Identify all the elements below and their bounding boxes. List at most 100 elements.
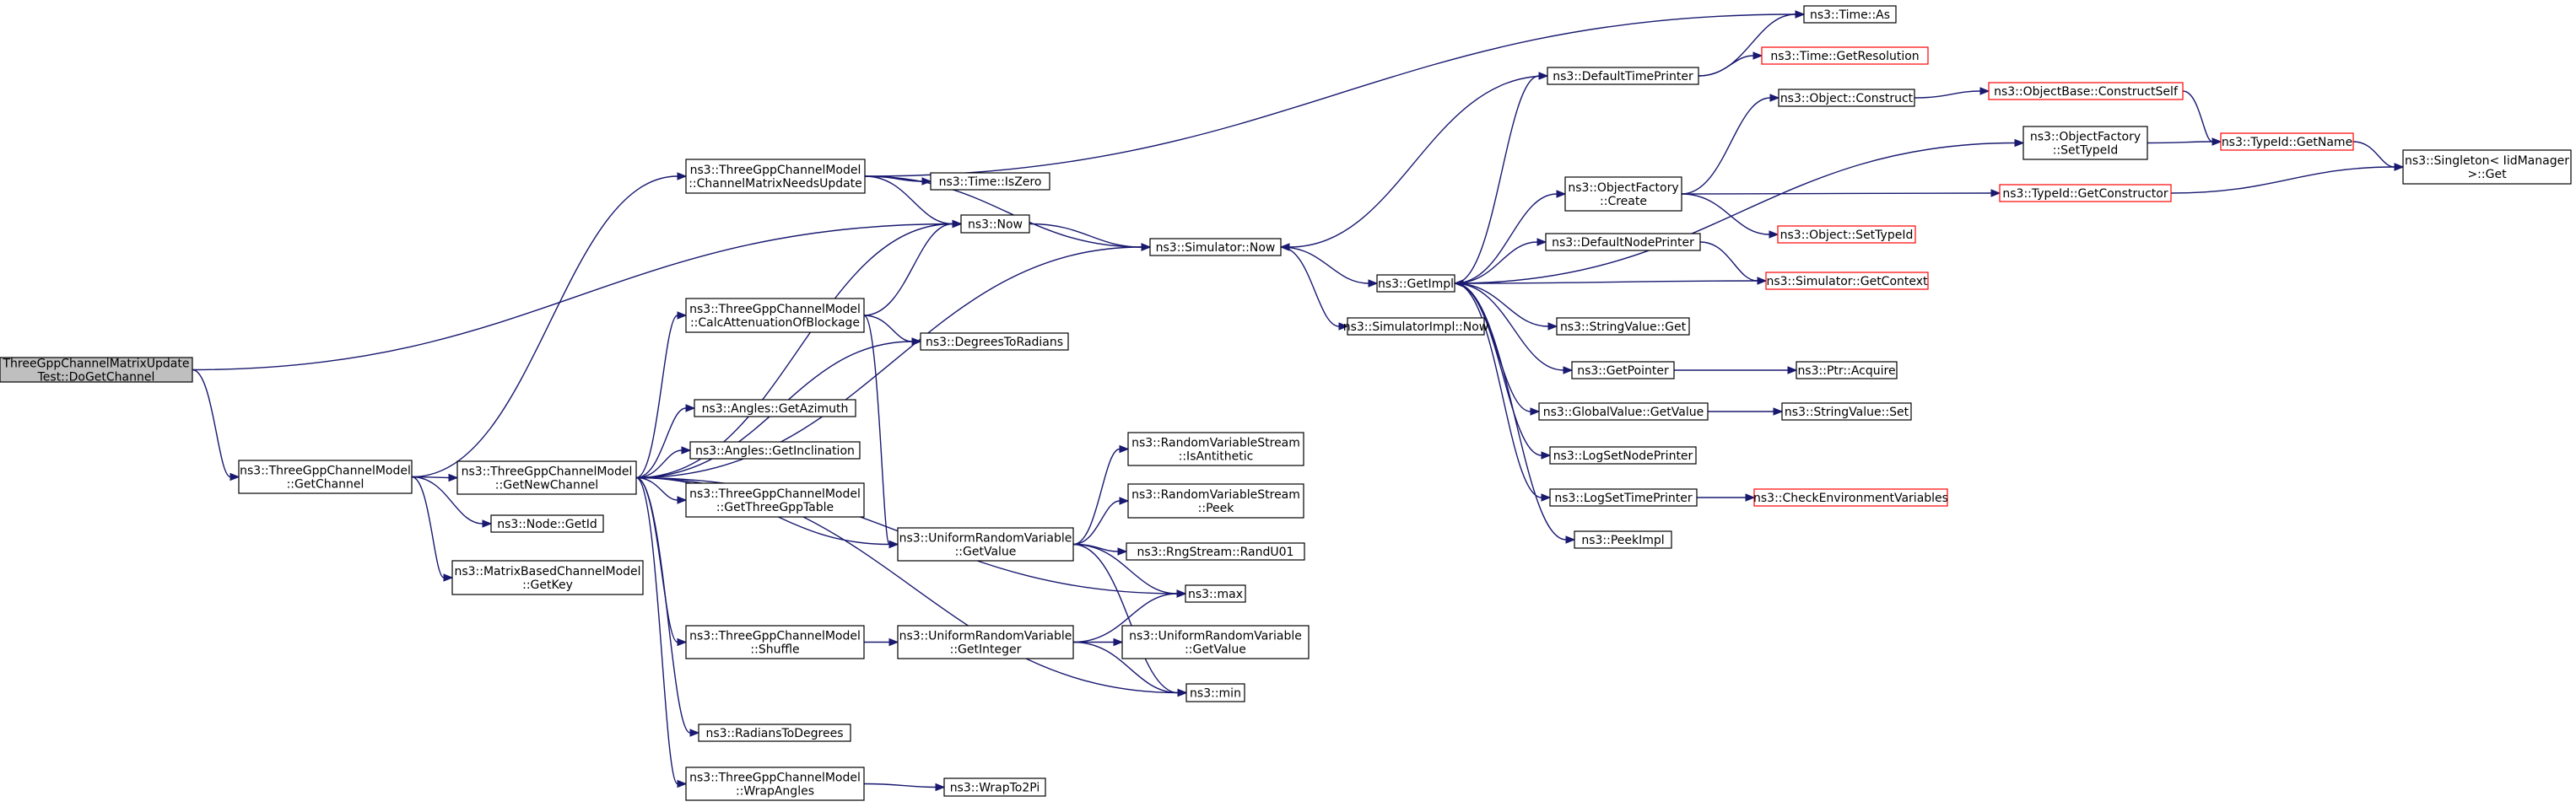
- node-getInclination[interactable]: ns3::Angles::GetInclination: [689, 441, 861, 460]
- node-root[interactable]: ThreeGppChannelMatrixUpdateTest::DoGetCh…: [0, 357, 193, 385]
- node-box: [920, 332, 1069, 351]
- edge-defaultTimePrinter-to-timeAs: [1698, 10, 1806, 77]
- node-getAzimuth[interactable]: ns3::Angles::GetAzimuth: [694, 399, 856, 417]
- node-peekImpl[interactable]: ns3::PeekImpl: [1574, 530, 1672, 549]
- node-degToRad[interactable]: ns3::DegreesToRadians: [920, 332, 1069, 351]
- node-box: [1149, 238, 1282, 256]
- node-objectSetTypeId[interactable]: ns3::Object::SetTypeId: [1777, 225, 1916, 244]
- node-label: ns3::max: [1188, 588, 1243, 601]
- node-label: ns3::UniformRandomVariable: [899, 532, 1072, 546]
- node-randU01[interactable]: ns3::RngStream::RandU01: [1126, 542, 1305, 561]
- node-simNow[interactable]: ns3::Simulator::Now: [1149, 238, 1282, 256]
- node-checkEnvVars[interactable]: ns3::CheckEnvironmentVariables: [1753, 488, 1948, 507]
- edge-getChannel-to-nodeGetId: [411, 476, 493, 528]
- node-label: ::ChannelMatrixNeedsUpdate: [689, 177, 862, 191]
- node-label: ns3::DegreesToRadians: [926, 336, 1063, 349]
- node-getPointer[interactable]: ns3::GetPointer: [1571, 361, 1675, 379]
- arrowhead: [1541, 451, 1552, 460]
- node-label: ::Create: [1600, 195, 1647, 208]
- node-now[interactable]: ns3::Now: [960, 214, 1030, 234]
- node-objectFactoryCreate[interactable]: ns3::ObjectFactory::Create: [1564, 176, 1682, 212]
- edge-getNewChannel-to-wrapAngles: [635, 476, 688, 788]
- function-nodes: ThreeGppChannelMatrixUpdateTest::DoGetCh…: [0, 5, 2572, 801]
- node-urvGetValue2[interactable]: ns3::UniformRandomVariable::GetValue: [1121, 625, 1310, 659]
- edge-logSetTimePrinter-to-checkEnvVars: [1697, 493, 1756, 502]
- node-getChannel[interactable]: ns3::ThreeGppChannelModel::GetChannel: [238, 460, 413, 494]
- node-box: [1126, 542, 1305, 561]
- node-logSetNodePrinter[interactable]: ns3::LogSetNodePrinter: [1549, 446, 1697, 465]
- node-urvGetValue[interactable]: ns3::UniformRandomVariable::GetValue: [897, 527, 1074, 562]
- node-objectConstruct[interactable]: ns3::Object::Construct: [1778, 89, 1915, 107]
- node-label: ns3::ThreeGppChannelModel: [689, 772, 861, 785]
- node-stringValueSet[interactable]: ns3::StringValue::Set: [1781, 402, 1912, 421]
- node-singletonGet[interactable]: ns3::Singleton< IidManager >::Get: [2402, 149, 2572, 185]
- node-getNewChannel[interactable]: ns3::ThreeGppChannelModel::GetNewChannel: [456, 460, 637, 495]
- node-radToDeg[interactable]: ns3::RadiansToDegrees: [698, 724, 851, 742]
- node-isAntithetic[interactable]: ns3::RandomVariableStream::IsAntithetic: [1127, 432, 1304, 466]
- node-label: ::SetTypeId: [2053, 144, 2119, 158]
- node-box: [1753, 488, 1948, 507]
- node-shuffle[interactable]: ns3::ThreeGppChannelModel::Shuffle: [685, 625, 865, 659]
- node-wrapAngles[interactable]: ns3::ThreeGppChannelModel::WrapAngles: [685, 767, 865, 801]
- node-constructSelf[interactable]: ns3::ObjectBase::ConstructSelf: [1988, 82, 2184, 100]
- arrowhead: [1565, 535, 1576, 544]
- edge-shuffle-to-urvGetInteger: [864, 638, 899, 647]
- node-getThreeGppTable[interactable]: ns3::ThreeGppChannelModel::GetThreeGppTa…: [685, 482, 865, 518]
- node-max[interactable]: ns3::max: [1185, 584, 1246, 603]
- node-calcAttenuation[interactable]: ns3::ThreeGppChannelModel::CalcAttenuati…: [685, 298, 865, 333]
- node-getKey[interactable]: ns3::MatrixBasedChannelModel::GetKey: [451, 560, 644, 595]
- node-box: [2402, 149, 2572, 185]
- node-ptrAcquire[interactable]: ns3::Ptr::Acquire: [1796, 361, 1898, 379]
- arrowhead: [1119, 444, 1130, 454]
- node-typeIdGetName[interactable]: ns3::TypeId::GetName: [2220, 132, 2354, 151]
- node-label: ns3::MatrixBasedChannelModel: [454, 565, 640, 578]
- node-peek[interactable]: ns3::RandomVariableStream::Peek: [1127, 483, 1304, 519]
- node-timeAs[interactable]: ns3::Time::As: [1803, 5, 1897, 24]
- node-urvGetInteger[interactable]: ns3::UniformRandomVariable::GetInteger: [897, 625, 1074, 659]
- edge-calcAttenuation-to-urvGetValue: [863, 315, 899, 549]
- edge-getImpl-to-peekImpl: [1454, 282, 1576, 544]
- node-logSetTimePrinter[interactable]: ns3::LogSetTimePrinter: [1549, 488, 1698, 507]
- arrowhead: [1547, 322, 1558, 331]
- node-label: ns3::Time::IsZero: [939, 175, 1042, 189]
- node-box: [1185, 683, 1245, 702]
- node-box: [1556, 317, 1690, 336]
- node-box: [685, 767, 865, 801]
- edge-objectFactorySetTypeId-to-typeIdGetName: [2147, 137, 2222, 146]
- node-simGetContext[interactable]: ns3::Simulator::GetContext: [1765, 272, 1929, 290]
- node-simImplNow[interactable]: ns3::SimulatorImpl::Now: [1343, 317, 1489, 336]
- call-edges: [192, 10, 2405, 792]
- arrowhead: [685, 404, 696, 412]
- node-box: [1347, 317, 1485, 336]
- node-timeIsZero[interactable]: ns3::Time::IsZero: [930, 172, 1050, 191]
- node-box: [0, 357, 193, 383]
- arrowhead: [1176, 589, 1187, 598]
- edge-simNow-to-getImpl: [1280, 246, 1379, 288]
- node-getImpl[interactable]: ns3::GetImpl: [1376, 274, 1455, 293]
- node-timeGetResolution[interactable]: ns3::Time::GetResolution: [1761, 46, 1929, 65]
- node-getConstructor[interactable]: ns3::TypeId::GetConstructor: [1999, 184, 2172, 202]
- node-label: ns3::LogSetTimePrinter: [1554, 492, 1693, 505]
- node-objectFactorySetTypeId[interactable]: ns3::ObjectFactory::SetTypeId: [2022, 126, 2148, 160]
- node-wrapTo2Pi[interactable]: ns3::WrapTo2Pi: [943, 777, 1046, 797]
- edge-wrapAngles-to-wrapTo2Pi: [863, 783, 946, 792]
- arrowhead: [1368, 279, 1379, 288]
- node-stringValueGet[interactable]: ns3::StringValue::Get: [1556, 317, 1690, 336]
- node-box: [1547, 67, 1699, 85]
- node-label: ns3::StringValue::Set: [1785, 406, 1909, 419]
- node-label: ns3::ThreeGppChannelModel: [689, 630, 861, 643]
- arrowhead: [677, 311, 688, 320]
- node-globalValueGetValue[interactable]: ns3::GlobalValue::GetValue: [1538, 402, 1709, 421]
- node-nodeGetId[interactable]: ns3::Node::GetId: [490, 514, 604, 533]
- node-box: [1538, 402, 1709, 421]
- node-defaultTimePrinter[interactable]: ns3::DefaultTimePrinter: [1547, 67, 1699, 85]
- node-box: [689, 441, 861, 460]
- node-box: [1127, 483, 1304, 519]
- edge-getNewChannel-to-simNow: [635, 243, 1152, 479]
- node-defaultNodePrinter[interactable]: ns3::DefaultNodePrinter: [1545, 233, 1701, 251]
- arrowhead: [1990, 189, 2001, 197]
- arrowhead: [677, 779, 688, 788]
- node-min[interactable]: ns3::min: [1185, 683, 1245, 702]
- node-channelMatrixNeedsUpdate[interactable]: ns3::ThreeGppChannelModel::ChannelMatrix…: [685, 159, 866, 194]
- edge-constructSelf-to-typeIdGetName: [2182, 90, 2222, 146]
